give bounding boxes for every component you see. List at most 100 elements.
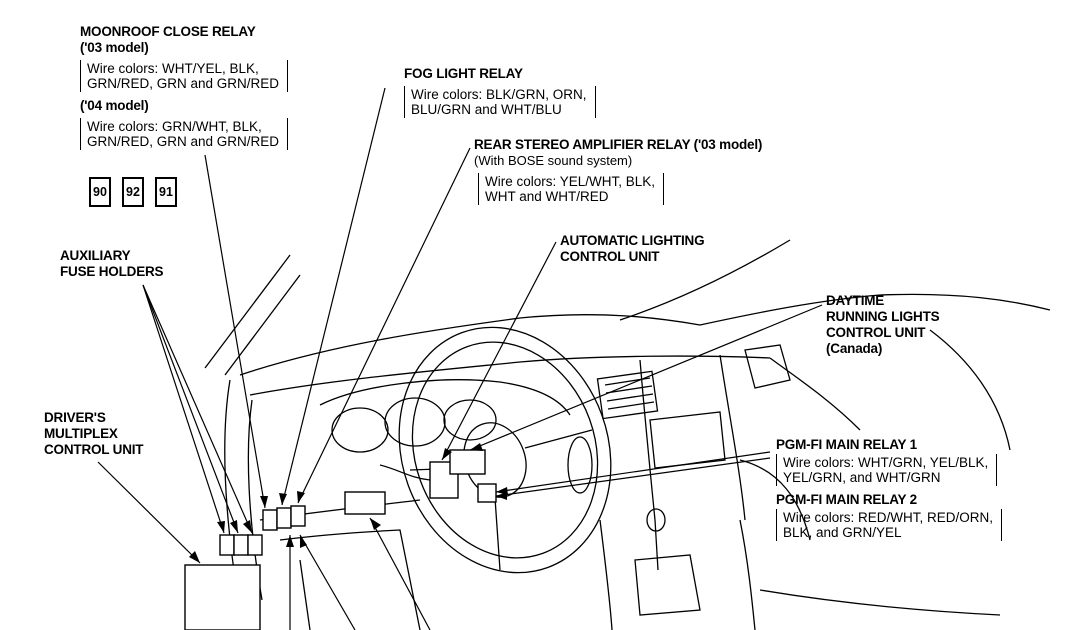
arrow-rear-amp <box>297 491 305 503</box>
arrow-drl <box>470 443 483 451</box>
leader-driver-mux <box>97 461 201 564</box>
leader-drl <box>469 304 823 451</box>
relay-a <box>262 509 278 531</box>
moonroof-04-wire-note: Wire colors: GRN/WHT, BLK, GRN/RED, GRN … <box>80 118 289 150</box>
auto-lighting-label-line2: CONTROL UNIT <box>560 249 660 264</box>
arrow-bottom-3 <box>370 518 381 530</box>
steering-column <box>379 464 431 481</box>
arrow-aux-3 <box>243 520 252 533</box>
aux-fuse-label-line1: AUXILIARY <box>60 248 131 263</box>
passenger-dash <box>769 357 861 431</box>
dash-top-outline <box>239 293 1051 376</box>
leader-rear-amp <box>297 147 471 504</box>
arrow-pgm2 <box>496 492 507 500</box>
pgm1-title: PGM-FI MAIN RELAY 1 <box>776 437 917 452</box>
pgm2-wires-line2: BLK, and GRN/YEL <box>783 525 902 540</box>
moonroof-relay-title: MOONROOF CLOSE RELAY <box>80 24 256 39</box>
driver-mux-label-line2: MULTIPLEX <box>44 426 118 441</box>
relay-c <box>290 505 306 527</box>
pgm1-wires-line2: YEL/GRN, and WHT/GRN <box>783 470 941 485</box>
center-vent <box>596 370 659 420</box>
fog-wires-line2: BLU/GRN and WHT/BLU <box>411 102 562 117</box>
shifter-gate <box>634 554 701 616</box>
drl-label-line2: RUNNING LIGHTS <box>826 309 940 324</box>
aux-fuse-label-line2: FUSE HOLDERS <box>60 264 164 279</box>
leader-auto-light <box>441 241 557 461</box>
console-left <box>599 519 613 630</box>
shifter-stick <box>654 519 659 571</box>
leader-pgm1 <box>495 451 771 493</box>
gauge-left <box>331 407 389 453</box>
moonroof-04-wires-line2: GRN/RED, GRN and GRN/RED <box>87 134 280 149</box>
leader-bottom-2 <box>299 534 356 630</box>
radio-panel <box>649 411 726 469</box>
arrow-auto-light <box>442 448 452 460</box>
fuse-holder-2 <box>233 534 249 556</box>
glovebox-line <box>739 459 811 541</box>
fuse-number-92: 92 <box>122 177 144 207</box>
gauge-right <box>443 399 497 441</box>
arrow-moonroof <box>260 496 268 508</box>
rear-amp-wires-line2: WHT and WHT/RED <box>485 189 609 204</box>
center-stack-left <box>639 359 656 521</box>
rear-amp-wires-line1: Wire colors: YEL/WHT, BLK, <box>485 174 656 189</box>
driver-mux-label-line3: CONTROL UNIT <box>44 442 144 457</box>
fuse-number-91: 91 <box>155 177 177 207</box>
shifter-knob <box>646 508 666 532</box>
drl-label-line3: CONTROL UNIT <box>826 325 926 340</box>
leader-pgm2 <box>495 457 771 497</box>
arrow-driver-mux <box>189 551 200 563</box>
moonroof-04-wires-line1: Wire colors: GRN/WHT, BLK, <box>87 119 262 134</box>
leader-fog <box>281 87 386 506</box>
fuse-holder-1 <box>219 534 235 556</box>
cluster-hood <box>319 379 571 416</box>
leader-bottom-3 <box>369 517 431 630</box>
arrow-aux-2 <box>230 520 238 533</box>
relay-boxes <box>184 449 497 630</box>
moonroof-03-wires-line1: Wire colors: WHT/YEL, BLK, <box>87 61 259 76</box>
auto-light-box <box>429 461 459 499</box>
rear-amp-subtitle: (With BOSE sound system) <box>474 153 633 168</box>
fuse-number-90: 90 <box>89 177 111 207</box>
lower-panel-2 <box>299 559 311 630</box>
leader-aux-2 <box>142 284 239 534</box>
arrow-fog <box>279 493 287 505</box>
pgm1-wire-note: Wire colors: WHT/GRN, YEL/BLK, YEL/GRN, … <box>776 454 998 486</box>
driver-mux-label-line1: DRIVER'S <box>44 410 106 425</box>
pgm2-title: PGM-FI MAIN RELAY 2 <box>776 492 917 507</box>
center-stack-right <box>719 354 746 521</box>
windshield-edge <box>619 239 791 321</box>
moonroof-04-model: ('04 model) <box>80 98 149 113</box>
floor-line <box>759 589 1001 616</box>
steering-wheel-outer <box>398 326 612 574</box>
relay-b <box>276 507 292 529</box>
leader-aux-1 <box>142 284 225 534</box>
gauge-center <box>384 397 446 447</box>
lower-panel <box>279 529 421 630</box>
steering-wheel-inner <box>411 341 599 559</box>
right-door-edge <box>929 329 1011 451</box>
right-vent <box>744 344 791 389</box>
steering-spoke-right <box>524 429 593 449</box>
moonroof-03-model: ('03 model) <box>80 40 149 55</box>
center-vent-slats <box>604 377 655 410</box>
arrowheads <box>189 443 508 563</box>
pgm-relay-box <box>477 483 497 503</box>
center-relay-box <box>344 491 386 515</box>
moonroof-03-wire-note: Wire colors: WHT/YEL, BLK, GRN/RED, GRN … <box>80 60 289 92</box>
auto-lighting-label-line1: AUTOMATIC LIGHTING <box>560 233 705 248</box>
leader-moonroof <box>204 154 266 509</box>
arrow-bottom-2 <box>300 535 307 548</box>
leader-lines <box>97 87 823 630</box>
dash-face <box>249 355 771 396</box>
fog-relay-title: FOG LIGHT RELAY <box>404 66 523 81</box>
leader-aux-3 <box>142 284 253 534</box>
rear-amp-relay-title: REAR STEREO AMPLIFIER RELAY ('03 model) <box>474 137 763 152</box>
pgm2-wires-line1: Wire colors: RED/WHT, RED/ORN, <box>783 510 994 525</box>
moonroof-03-wires-line2: GRN/RED, GRN and GRN/RED <box>87 76 280 91</box>
pgm1-wires-line1: Wire colors: WHT/GRN, YEL/BLK, <box>783 455 989 470</box>
drl-box <box>449 449 486 475</box>
steering-spoke-bottom <box>494 497 501 571</box>
driver-mux-box <box>184 564 261 630</box>
